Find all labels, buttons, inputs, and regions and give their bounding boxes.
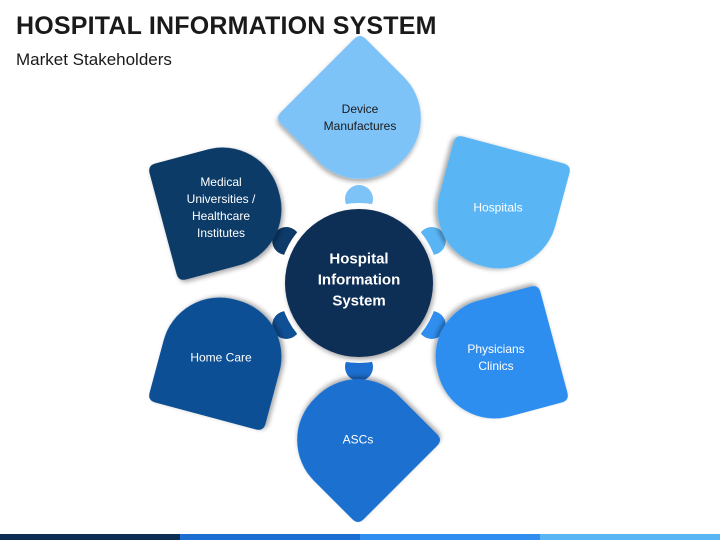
node-shape-device-manufactures <box>277 35 421 179</box>
center-circle <box>285 209 433 357</box>
node-label-ascs: ASCs <box>342 432 374 447</box>
node-shape-ascs <box>297 379 441 523</box>
node-label-home-care: Home Care <box>190 350 252 365</box>
node-shape-home-care <box>149 297 282 430</box>
accent-segment <box>180 534 360 540</box>
accent-segment <box>0 534 180 540</box>
bottom-accent-bar <box>0 534 720 540</box>
node-shape-hospitals <box>437 136 570 269</box>
node-shape-physicians-clinics <box>435 286 568 419</box>
slide-title: HOSPITAL INFORMATION SYSTEM <box>16 12 437 40</box>
node-label-hospitals: Hospitals <box>473 200 523 215</box>
node-shape-medical-universities <box>149 147 282 280</box>
accent-segment <box>360 534 540 540</box>
accent-segment <box>540 534 720 540</box>
slide-subtitle: Market Stakeholders <box>16 50 172 69</box>
center-label: Hospital Information System <box>317 250 401 310</box>
